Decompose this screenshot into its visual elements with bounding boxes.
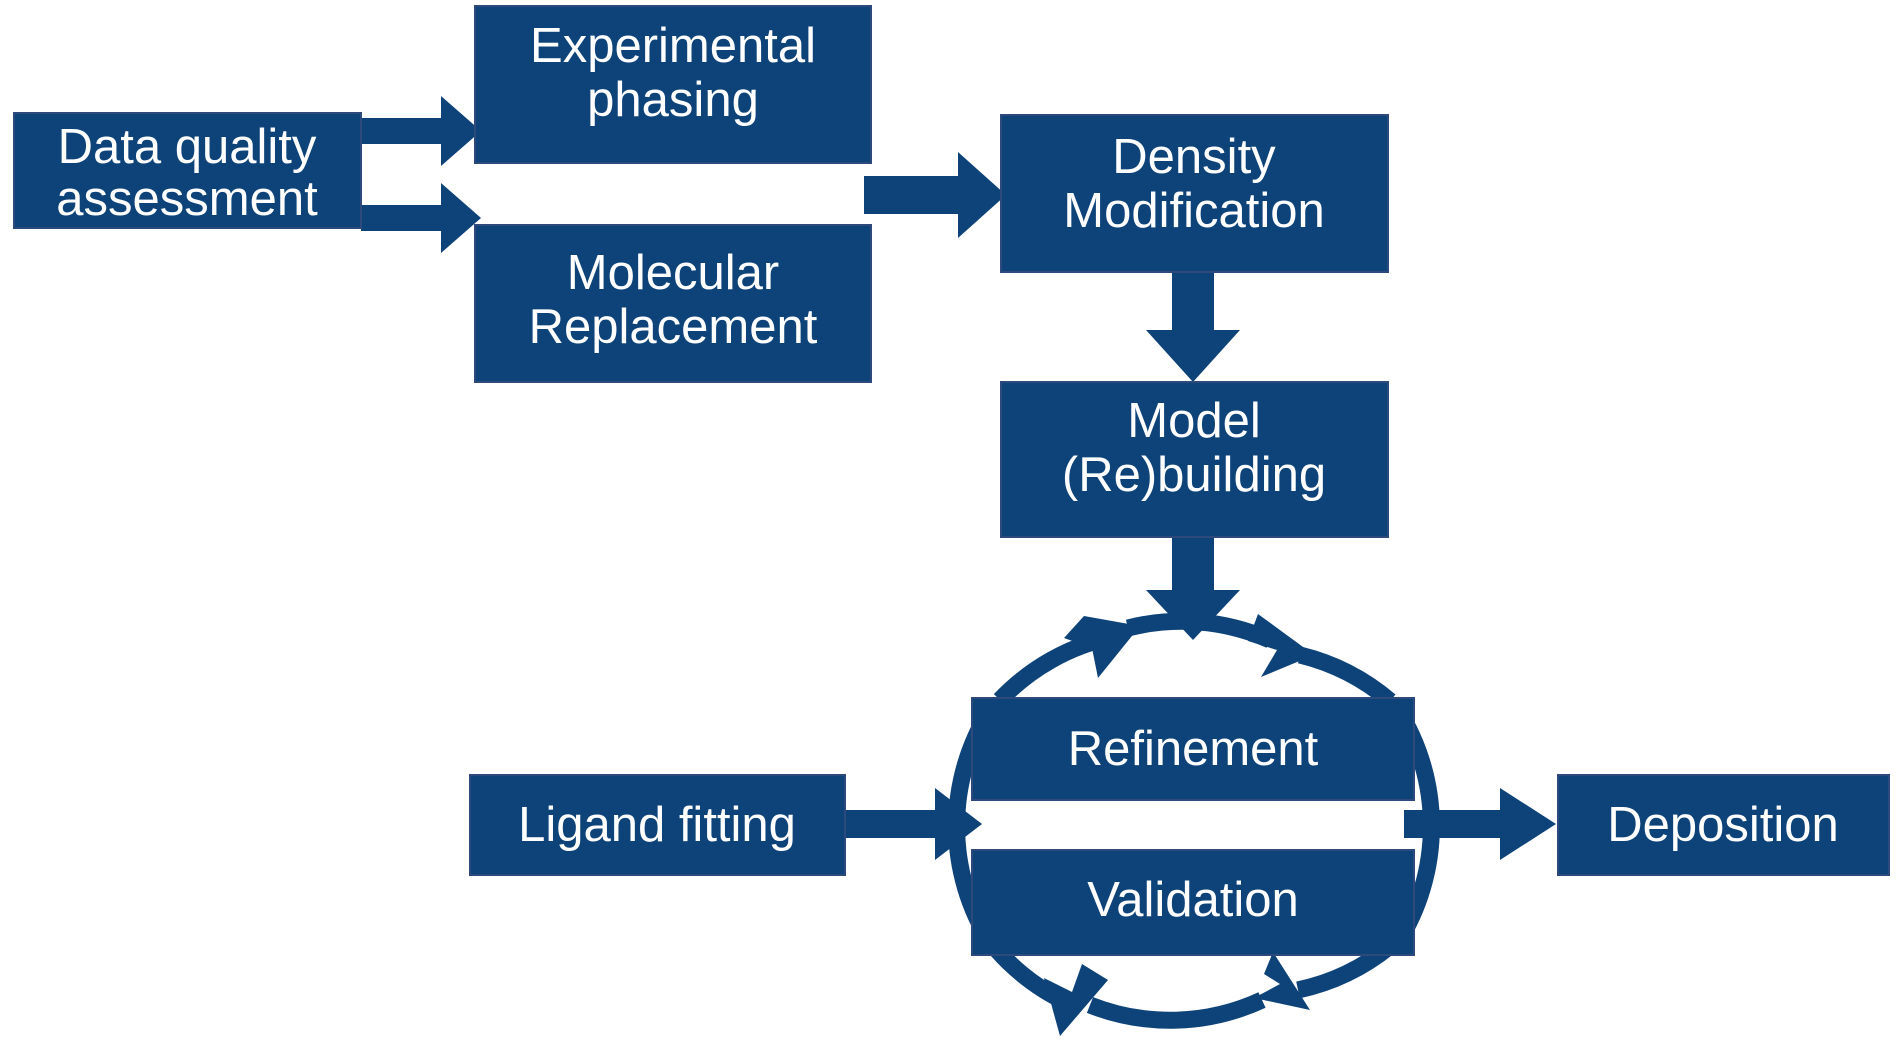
cycle-arrowhead-bottom-left [1044, 964, 1108, 1036]
node-label-line1: Refinement [1068, 722, 1319, 776]
node-label-line2: Modification [1063, 184, 1324, 238]
node-label-line1: Ligand fitting [518, 798, 796, 852]
node-data-quality-assessment[interactable]: Data quality assessment [13, 112, 362, 229]
cycle-arrowhead-top-left [1064, 616, 1140, 678]
cycle-arrowhead-bottom-right [1254, 952, 1310, 1010]
node-label-line2: (Re)building [1062, 448, 1326, 502]
node-box [474, 224, 872, 383]
node-box [469, 774, 846, 876]
node-label-line2: phasing [587, 73, 759, 127]
node-label-line1: Molecular [567, 246, 779, 300]
node-density-modification[interactable]: Density Modification [1000, 114, 1389, 273]
node-box [1000, 381, 1389, 538]
node-box [971, 849, 1415, 956]
cycle-arrowhead-top-right [1248, 614, 1314, 677]
cycle-arc-top-right [1297, 646, 1396, 708]
arrow-dqa-to-experimental-phasing [361, 96, 481, 166]
arrow-model-rebuilding-to-cycle [1146, 537, 1240, 640]
arrow-cycle-to-deposition [1404, 788, 1556, 860]
node-box [1557, 774, 1890, 876]
node-label-line1: Experimental [530, 19, 816, 73]
arrow-ligand-fitting-to-cycle [845, 788, 982, 860]
arrow-phasing-to-density-modification [864, 152, 1006, 238]
cycle-arc-bottom-middle [1086, 992, 1266, 1029]
node-validation[interactable]: Validation [971, 849, 1415, 956]
node-label-line2: Replacement [529, 300, 818, 354]
node-label-line1: Density [1112, 130, 1276, 184]
node-box [971, 697, 1415, 801]
refinement-validation-cycle [948, 612, 1440, 1036]
node-ligand-fitting[interactable]: Ligand fitting [469, 774, 846, 876]
node-label-line1: Deposition [1607, 798, 1839, 852]
node-refinement[interactable]: Refinement [971, 697, 1415, 801]
node-molecular-replacement[interactable]: Molecular Replacement [474, 224, 872, 383]
node-deposition[interactable]: Deposition [1557, 774, 1890, 876]
node-box [13, 112, 362, 229]
node-label-line1: Validation [1087, 873, 1299, 927]
node-label-line1: Model [1127, 394, 1260, 448]
arrow-density-modification-to-model-rebuilding [1146, 272, 1240, 382]
node-box [1000, 114, 1389, 273]
node-box [474, 5, 872, 164]
node-label-line2: assessment [56, 172, 318, 226]
node-model-rebuilding[interactable]: Model (Re)building [1000, 381, 1389, 538]
node-label-line1: Data quality [58, 120, 317, 174]
arrow-dqa-to-molecular-replacement [361, 183, 481, 253]
node-experimental-phasing[interactable]: Experimental phasing [474, 5, 872, 164]
